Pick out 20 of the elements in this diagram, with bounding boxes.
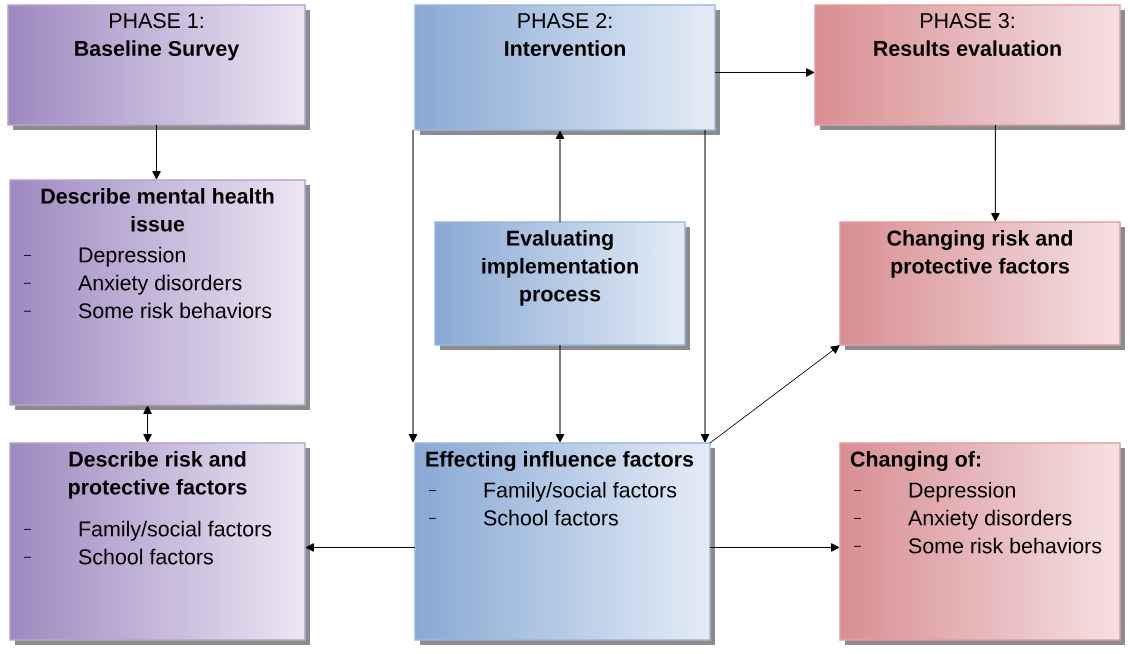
arrow (143, 405, 152, 443)
arrow (709, 543, 840, 552)
arrow (152, 124, 161, 180)
step-box: Describe mental health issue Depression Anxiety disorders Some risk behaviors (9, 179, 310, 410)
arrow (700, 129, 710, 443)
arrow (991, 124, 1000, 222)
arrow (305, 543, 416, 552)
arrow (555, 130, 565, 223)
step-box: Effecting influence factors Family/social factors School factors (414, 442, 715, 645)
step-box: Evaluating implementation process (434, 221, 690, 350)
step-box: Describe risk and protective factors Family/social factors School factors (9, 442, 310, 645)
arrow (555, 344, 565, 443)
step-box: Changing of: Depression Anxiety disorders Some risk behaviors (839, 442, 1125, 645)
arrow (714, 68, 815, 77)
phase-box: PHASE 2: Intervention (414, 4, 720, 135)
step-box: Changing risk and protective factors (839, 221, 1125, 350)
phase-box: PHASE 3: Results evaluation (814, 4, 1125, 130)
arrow (709, 345, 840, 444)
phase-box: PHASE 1: Baseline Survey (7, 4, 310, 130)
arrow (408, 129, 418, 443)
